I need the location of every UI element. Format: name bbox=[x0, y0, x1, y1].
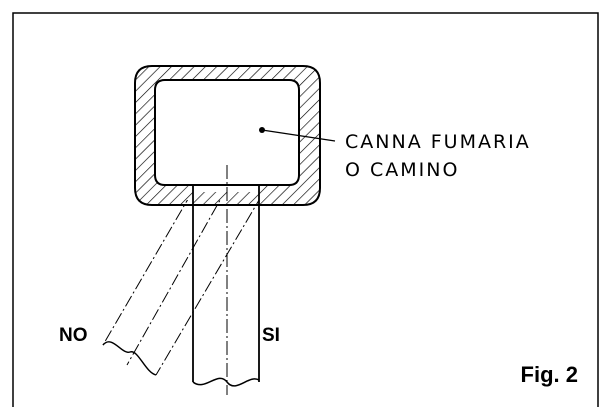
pipe-incorrect-centerline bbox=[126, 200, 221, 366]
label-no: NO bbox=[59, 325, 88, 346]
pipe-incorrect bbox=[102, 200, 260, 376]
label-si: SI bbox=[262, 325, 280, 346]
leader-line bbox=[261, 129, 336, 142]
pipe-correct bbox=[192, 165, 260, 395]
callout-line-2: O CAMINO bbox=[345, 159, 459, 181]
chimney-wall-section bbox=[134, 65, 321, 206]
pipe-incorrect-break-line bbox=[102, 341, 157, 376]
pipe-incorrect-right-wall bbox=[155, 200, 260, 376]
figure-label: Fig. 2 bbox=[521, 362, 578, 387]
pipe-incorrect-left-wall bbox=[102, 200, 189, 346]
pipe-correct-break-line bbox=[192, 377, 260, 387]
callout-line-1: CANNA FUMARIA bbox=[345, 131, 531, 153]
figure-frame bbox=[12, 12, 599, 407]
